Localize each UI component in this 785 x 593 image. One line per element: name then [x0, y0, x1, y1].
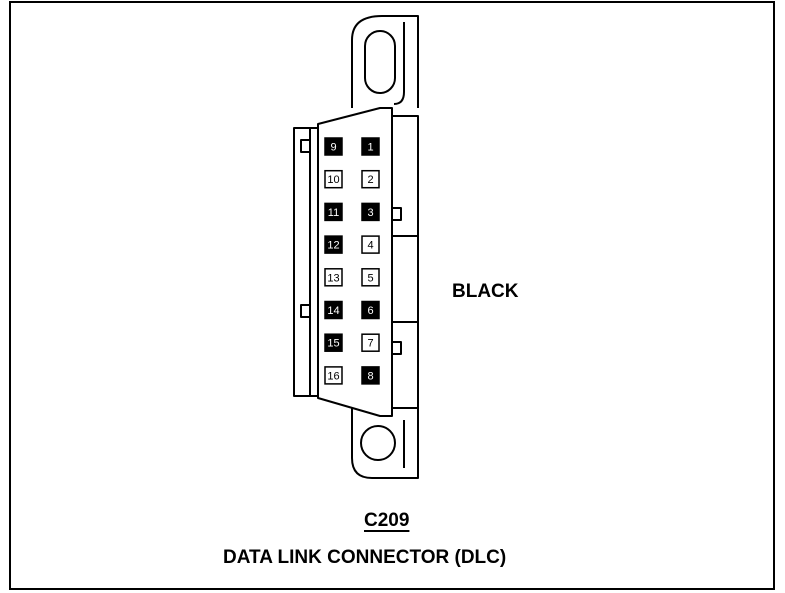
- pin-box: [324, 366, 343, 385]
- pin-5: 5: [361, 268, 380, 287]
- pin-7: 7: [361, 333, 380, 352]
- pin-number: 15: [327, 338, 339, 350]
- pin-15: 15: [324, 333, 343, 352]
- pin-box: [361, 202, 380, 222]
- pin-box: [324, 235, 343, 254]
- pin-10: 10: [324, 169, 343, 189]
- connector-id: C209: [364, 510, 410, 531]
- left-latch-tab-bottom: [300, 304, 311, 318]
- pin-2: 2: [361, 169, 380, 189]
- pin-box: [361, 235, 380, 254]
- pin-box: [324, 202, 343, 222]
- pin-11: 11: [324, 202, 343, 222]
- pin-number: 13: [327, 272, 339, 284]
- pin-number: 4: [367, 240, 373, 252]
- pin-13: 13: [324, 268, 343, 287]
- left-rail: [293, 124, 319, 397]
- pin-4: 4: [361, 235, 380, 254]
- pin-14: 14: [324, 300, 343, 320]
- pin-box: [361, 169, 380, 189]
- pin-box: [324, 169, 343, 189]
- pin-number: 12: [327, 240, 339, 252]
- pin-number: 14: [327, 305, 339, 317]
- pin-16: 16: [324, 366, 343, 385]
- pin-box: [361, 366, 380, 385]
- pin-grid: 9 1 10 2 11 3 12 4 13 5 14 6 15 7 16 8: [324, 137, 380, 385]
- pin-box: [324, 137, 343, 156]
- connector-color-label: BLACK: [452, 281, 519, 302]
- top-mounting-slot: [364, 30, 396, 94]
- bottom-mounting-hole: [360, 425, 396, 461]
- connector-name: DATA LINK CONNECTOR (DLC): [223, 547, 507, 568]
- pin-number: 3: [367, 207, 373, 219]
- pin-number: 7: [367, 338, 373, 350]
- top-mounting-ear: [351, 15, 419, 108]
- bottom-mounting-ear: [351, 408, 419, 479]
- pin-box: [361, 137, 380, 156]
- pin-number: 1: [367, 142, 373, 154]
- pin-3: 3: [361, 202, 380, 222]
- pin-8: 8: [361, 366, 380, 385]
- pin-box: [324, 268, 343, 287]
- right-rail: [392, 115, 419, 409]
- pin-1: 1: [361, 137, 380, 156]
- right-latch-tab-bottom: [391, 341, 402, 355]
- pin-6: 6: [361, 300, 380, 320]
- top-ear-inner-edge: [393, 22, 405, 105]
- pin-box: [324, 333, 343, 352]
- pin-box: [361, 268, 380, 287]
- pin-box: [361, 300, 380, 320]
- pin-box: [324, 300, 343, 320]
- pin-box: [361, 333, 380, 352]
- pin-number: 10: [327, 174, 339, 186]
- left-latch-tab-top: [300, 139, 311, 153]
- connector-body: [317, 107, 393, 417]
- pin-number: 5: [367, 272, 373, 284]
- pin-number: 6: [367, 305, 373, 317]
- right-latch-tab-top: [391, 207, 402, 221]
- pin-12: 12: [324, 235, 343, 254]
- pin-number: 2: [367, 174, 373, 186]
- pin-9: 9: [324, 137, 343, 156]
- pin-number: 8: [367, 370, 373, 382]
- pin-number: 11: [328, 207, 339, 219]
- pin-number: 9: [330, 142, 336, 154]
- pin-number: 16: [327, 370, 339, 382]
